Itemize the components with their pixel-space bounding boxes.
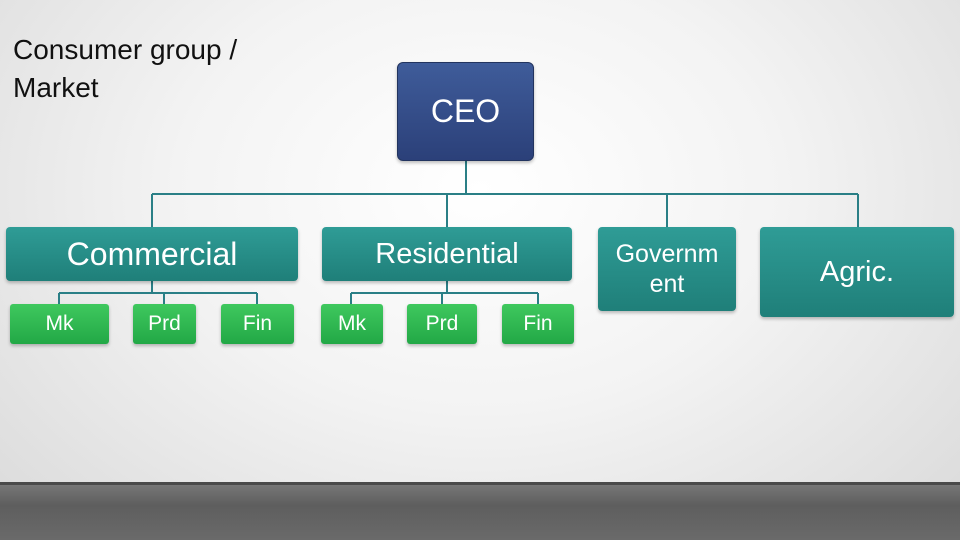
government-label: Governm ent [615,240,719,298]
unit-label: Prd [148,312,181,335]
residential-node: Residential [322,227,572,281]
residential-label: Residential [375,237,519,270]
commercial-unit-mk: Mk [10,304,109,344]
ceo-node: CEO [397,62,534,161]
commercial-node: Commercial [6,227,298,281]
unit-label: Mk [338,312,366,335]
commercial-unit-prd: Prd [133,304,196,344]
diagram-title: Consumer group / Market [13,34,238,103]
residential-unit-prd: Prd [407,304,477,344]
agriculture-label: Agric. [819,255,895,288]
unit-label: Fin [242,312,273,335]
government-node: Governm ent [598,227,736,311]
residential-unit-fin: Fin [502,304,574,344]
unit-label: Fin [523,312,553,335]
unit-label: Prd [425,312,459,335]
unit-label: Mk [45,312,74,335]
ceo-label: CEO [430,93,501,129]
residential-unit-mk: Mk [321,304,383,344]
agriculture-node: Agric. [760,227,954,317]
floor-band [0,482,960,540]
commercial-label: Commercial [66,235,238,272]
commercial-unit-fin: Fin [221,304,294,344]
